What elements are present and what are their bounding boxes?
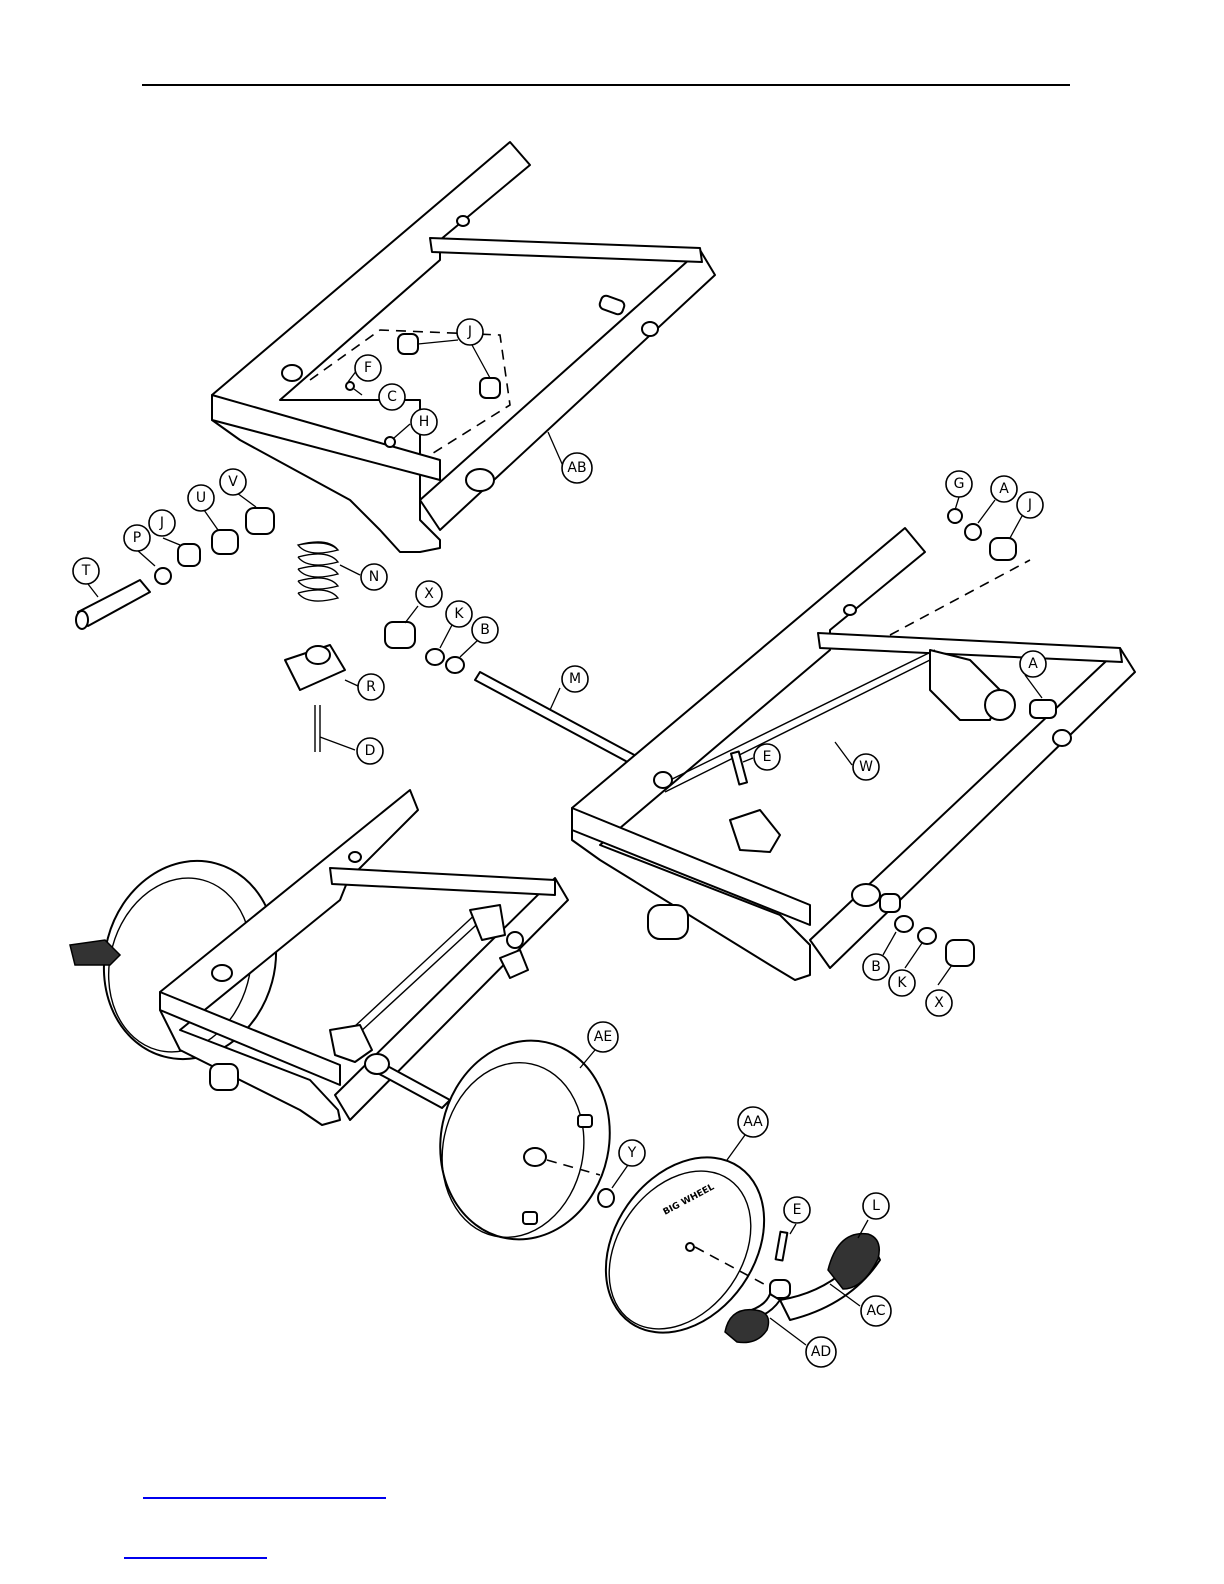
callout-aa: AA [738,1107,768,1137]
callout-ad: AD [806,1337,836,1367]
svg-text:R: R [366,679,376,695]
svg-text:M: M [569,671,581,687]
svg-text:F: F [364,360,372,376]
callout-p: P [124,525,150,551]
callout-r: R [358,674,384,700]
svg-text:J: J [1027,497,1032,513]
svg-text:AB: AB [567,460,586,476]
callout-x-top: X [416,581,442,607]
callout-a-right: A [1020,651,1046,677]
svg-text:AD: AD [811,1344,831,1360]
svg-text:B: B [480,622,490,638]
svg-text:X: X [424,586,434,602]
svg-text:V: V [228,474,238,490]
svg-text:G: G [954,476,965,492]
svg-text:K: K [897,975,907,991]
washer-y [598,1189,614,1207]
svg-text:J: J [467,324,472,340]
footer-link-underline[interactable] [143,1497,386,1499]
svg-text:Y: Y [627,1145,637,1161]
svg-text:E: E [793,1202,802,1218]
svg-text:AA: AA [743,1114,763,1130]
svg-text:U: U [196,490,206,506]
callout-h: H [411,409,437,435]
callout-u: U [188,485,214,511]
callout-d: D [357,738,383,764]
svg-text:K: K [454,606,464,622]
callout-e-mid: E [754,744,780,770]
svg-text:D: D [365,743,376,759]
callout-g: G [946,471,972,497]
callout-e-low: E [784,1197,810,1223]
svg-text:T: T [81,563,91,579]
svg-text:A: A [999,481,1009,497]
callout-y: Y [619,1140,645,1166]
callout-n: N [361,564,387,590]
svg-text:P: P [133,530,141,546]
svg-text:E: E [763,749,772,765]
callout-c: C [379,384,405,410]
callout-ab: AB [562,453,592,483]
callout-b-top: B [472,617,498,643]
svg-text:N: N [369,569,379,585]
callout-ac: AC [861,1296,891,1326]
callout-b-bottom: B [863,954,889,980]
callout-k-top: K [446,601,472,627]
wheel-ae [422,1025,628,1256]
svg-text:H: H [419,414,430,430]
callout-l: L [863,1193,889,1219]
svg-text:AC: AC [866,1303,885,1319]
svg-text:B: B [871,959,881,975]
svg-text:J: J [159,515,164,531]
svg-text:W: W [859,759,873,775]
footer-link-underline-2[interactable] [124,1557,267,1559]
callout-v: V [220,469,246,495]
svg-text:C: C [387,389,397,405]
callout-j-right: J [1017,492,1043,518]
callout-t: T [73,558,99,584]
right-frame [572,528,1135,980]
callout-j-left: J [149,510,175,536]
callout-w: W [853,754,879,780]
callout-f: F [355,355,381,381]
svg-text:L: L [872,1198,880,1214]
callout-m: M [562,666,588,692]
svg-text:AE: AE [594,1029,612,1045]
callout-a-top: A [991,476,1017,502]
callout-ae: AE [588,1022,618,1052]
svg-text:A: A [1028,656,1038,672]
upper-frame [212,142,715,552]
callout-x-bottom: X [926,990,952,1016]
svg-text:X: X [934,995,944,1011]
callout-k-bottom: K [889,970,915,996]
callout-j-top: J [457,319,483,345]
axle-m [385,622,640,766]
